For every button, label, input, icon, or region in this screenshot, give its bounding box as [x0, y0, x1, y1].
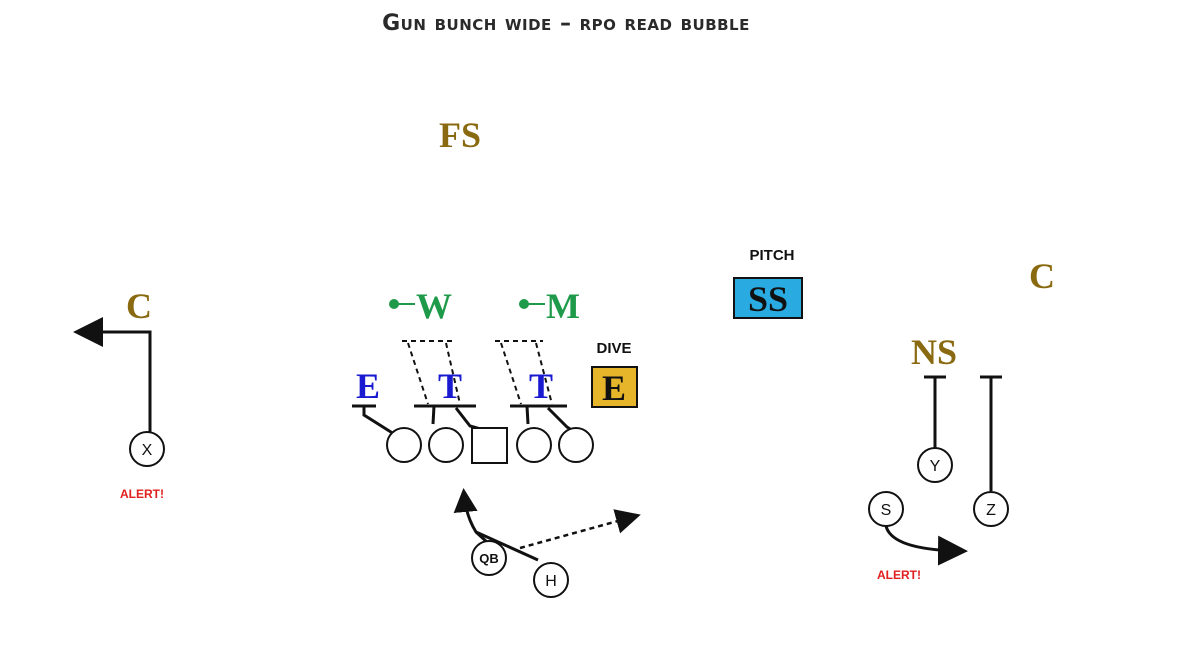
pitch-label: PITCH [750, 247, 795, 264]
z-receiver-route [980, 375, 1002, 491]
left-tackle-block [352, 404, 395, 436]
center-block [454, 407, 485, 432]
x-receiver [129, 431, 165, 467]
h-mesh-path [475, 530, 539, 562]
strong-safety-box [733, 277, 803, 319]
right-tackle-label: T [529, 366, 553, 406]
right-tackle-player [558, 427, 594, 463]
alert-right-label: ALERT! [877, 568, 921, 582]
dive-label: DIVE [596, 340, 631, 357]
s-receiver [868, 491, 904, 527]
left-guard-block [414, 404, 476, 425]
mike-label: M [546, 286, 580, 326]
left-tackle-player [386, 427, 422, 463]
right-guard-player [516, 427, 552, 463]
center-player [471, 427, 508, 464]
y-receiver-label: Y [930, 458, 941, 475]
z-receiver [973, 491, 1009, 527]
read-end-label: E [602, 368, 626, 408]
left-end-label: E [356, 366, 380, 406]
s-receiver-label: S [881, 502, 892, 519]
y-receiver-route [924, 375, 946, 448]
quarterback-label: QB [479, 551, 499, 566]
y-receiver [917, 447, 953, 483]
z-receiver-label: Z [986, 502, 996, 519]
will-read-left [407, 342, 429, 405]
qb-drop-route [453, 488, 490, 545]
diagram-title: Gun bunch wide – rpo read bubble [382, 11, 750, 36]
nickel-label: NS [911, 332, 957, 372]
quarterback [471, 540, 507, 576]
h-back-label: H [545, 573, 557, 590]
bubble-pass-route [519, 509, 641, 550]
free-safety-label: FS [439, 115, 481, 155]
mike-read-right [535, 342, 553, 405]
left-corner-label: C [126, 286, 152, 326]
alert-left-label: ALERT! [120, 487, 164, 501]
x-receiver-route [73, 317, 152, 432]
mike-dot [519, 299, 529, 309]
h-back [533, 562, 569, 598]
will-dot [389, 299, 399, 309]
mike-read-left [500, 342, 522, 405]
x-receiver-label: X [142, 442, 153, 459]
read-end-box [591, 366, 638, 408]
right-corner-label: C [1029, 256, 1055, 296]
will-label: W [416, 286, 452, 326]
strong-safety-label: SS [748, 279, 788, 319]
s-receiver-route [884, 525, 968, 566]
right-guard-block [510, 404, 567, 425]
will-read-right [445, 342, 461, 405]
right-tackle-block [546, 406, 574, 433]
left-guard-player [428, 427, 464, 463]
